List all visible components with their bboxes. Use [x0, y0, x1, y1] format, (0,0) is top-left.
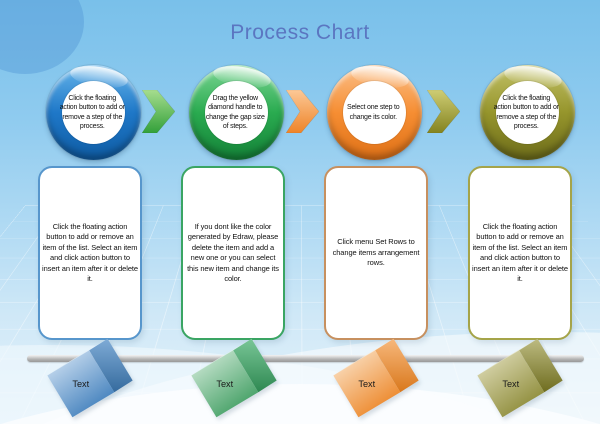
chart-title: Process Chart [230, 21, 370, 44]
cube-label: Text [72, 379, 89, 389]
step-circle-4[interactable]: Click the floating action button to add … [480, 62, 575, 160]
step-circle-1[interactable]: Click the floating action button to add … [46, 62, 141, 160]
step-card-text: Click the floating action button to add … [472, 221, 568, 284]
step-circle-3[interactable]: Select one step to change its color. [327, 62, 422, 160]
timeline-bar [27, 355, 584, 362]
step-card-text: Click menu Set Rows to change items arra… [332, 237, 420, 268]
step-circle-inner: Click the floating action button to add … [493, 81, 559, 144]
step-circle-text: Click the floating action button to add … [493, 95, 559, 130]
step-card-2[interactable]: If you dont like the color generated by … [181, 166, 285, 340]
step-circle-text: Drag the yellow diamond handle to change… [205, 95, 265, 130]
step-circle-2[interactable]: Drag the yellow diamond handle to change… [189, 62, 284, 160]
step-circle-inner: Click the floating action button to add … [59, 81, 125, 144]
step-card-text: Click the floating action button to add … [42, 221, 138, 284]
step-card-text: If you dont like the color generated by … [187, 221, 279, 284]
step-circle-text: Click the floating action button to add … [59, 95, 125, 130]
step-card-4[interactable]: Click the floating action button to add … [468, 166, 572, 340]
cube-label: Text [358, 379, 375, 389]
cube-label: Text [216, 379, 233, 389]
step-circle-inner: Drag the yellow diamond handle to change… [205, 81, 268, 144]
cube-marker-4[interactable]: Text [474, 334, 566, 422]
step-circle-inner: Select one step to change its color. [343, 81, 406, 144]
cube-marker-1[interactable]: Text [44, 334, 136, 422]
chevron-right-icon[interactable] [427, 90, 460, 133]
step-card-3[interactable]: Click menu Set Rows to change items arra… [324, 166, 428, 340]
cube-marker-2[interactable]: Text [188, 334, 280, 422]
step-card-1[interactable]: Click the floating action button to add … [38, 166, 142, 340]
cube-label: Text [502, 379, 519, 389]
step-circle-text: Select one step to change its color. [347, 104, 400, 121]
chevron-right-icon[interactable] [286, 90, 319, 133]
chevron-right-icon[interactable] [142, 90, 175, 133]
cube-marker-3[interactable]: Text [330, 334, 422, 422]
